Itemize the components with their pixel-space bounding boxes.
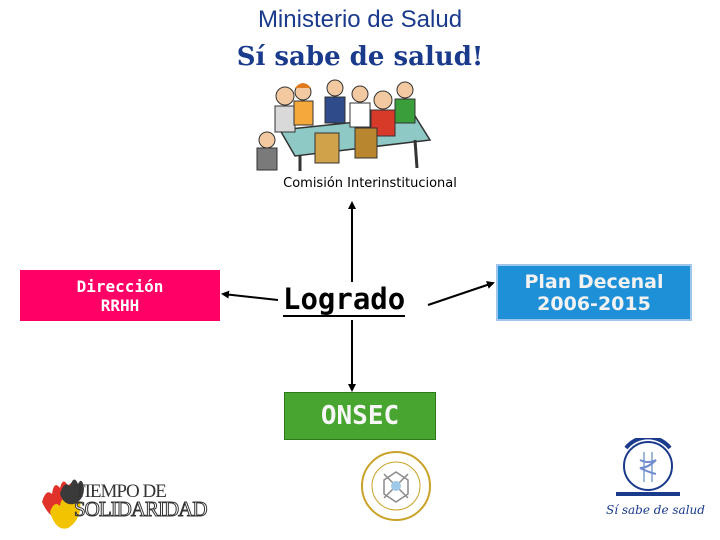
node-direccion-line2: RRHH <box>100 295 140 315</box>
node-direccion-line1: Dirección <box>76 276 164 296</box>
ministry-signature: Sí sabe de salud <box>606 503 705 517</box>
meeting-illustration-icon <box>256 79 432 171</box>
tiempo-logo-line1: TIEMPO DE <box>74 481 167 502</box>
node-plan-line1: Plan Decenal <box>524 270 664 293</box>
page-title: Ministerio de Salud <box>257 6 463 33</box>
node-direccion-rrhh: Dirección RRHH <box>20 270 220 321</box>
node-plan-line2: 2006-2015 <box>537 292 651 315</box>
node-onsec: ONSEC <box>284 392 436 440</box>
node-plan-decenal: Plan Decenal 2006-2015 <box>496 264 692 321</box>
hands-logo-icon <box>42 479 84 529</box>
tiempo-logo-line2: SOLIDARIDAD <box>74 497 208 522</box>
center-node-logrado: Logrado <box>283 282 406 317</box>
ministry-health-logo-icon <box>616 438 680 496</box>
arrow-right <box>427 281 495 306</box>
slogan: Sí sabe de salud! <box>236 42 484 72</box>
arrow-left <box>221 290 279 301</box>
top-node-label: Comisión Interinstitucional <box>283 176 457 191</box>
government-seal-icon <box>361 451 431 521</box>
